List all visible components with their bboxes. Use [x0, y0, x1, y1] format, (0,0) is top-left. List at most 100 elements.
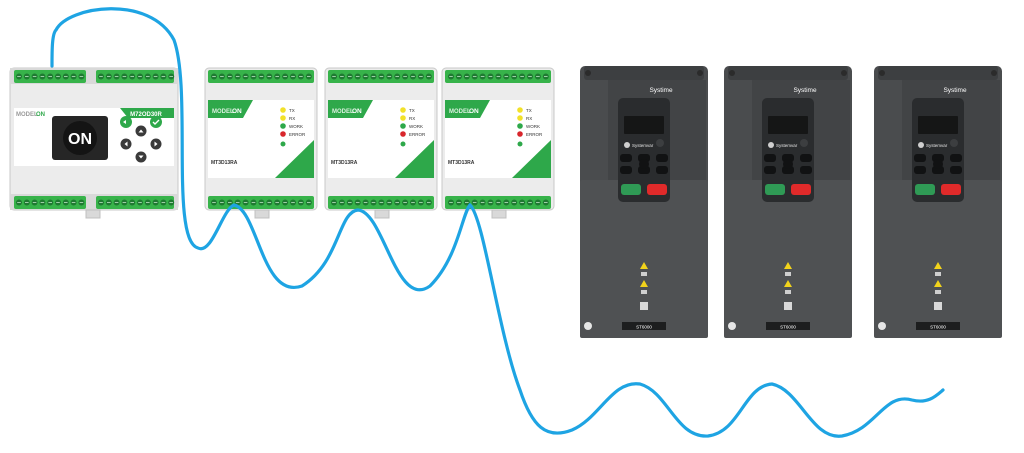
module-model-label: MT3D13RA — [448, 160, 475, 166]
qr-code — [784, 302, 792, 310]
drive-model-plate — [916, 322, 960, 330]
status-led — [280, 115, 286, 121]
keypad-up-button[interactable] — [639, 159, 649, 169]
controller-screen-text: ON — [68, 131, 92, 148]
warning-icon — [784, 280, 792, 287]
led-label: WORK — [526, 124, 540, 129]
drive-model-label: ST6000 — [636, 325, 652, 330]
keypad-button[interactable] — [800, 166, 812, 174]
link-icon — [517, 141, 523, 147]
warning-icon — [640, 262, 648, 269]
keypad-logo-icon — [768, 142, 774, 148]
warning-icon — [784, 262, 792, 269]
keypad-run-button[interactable] — [765, 184, 785, 195]
keypad-stop-button[interactable] — [791, 184, 811, 195]
keypad-knob[interactable] — [656, 139, 664, 147]
keypad-logo-icon — [624, 142, 630, 148]
mount-hole — [991, 70, 997, 76]
keypad-button[interactable] — [914, 154, 926, 162]
controller-model-label: M72OD30R — [130, 112, 162, 118]
drive-model-plate — [766, 322, 810, 330]
led-label: ERROR — [409, 132, 426, 137]
led-label: ERROR — [526, 132, 543, 137]
led-label: WORK — [409, 124, 423, 129]
ground-icon — [728, 322, 736, 330]
led-label: TX — [289, 108, 295, 113]
link-icon — [280, 141, 286, 147]
warning-icon — [934, 280, 942, 287]
warning-icon — [640, 280, 648, 287]
status-led — [400, 131, 406, 137]
qr-code — [640, 302, 648, 310]
status-led — [280, 107, 286, 113]
keypad-display — [624, 116, 664, 134]
keypad-logo-icon — [918, 142, 924, 148]
ground-icon — [584, 322, 592, 330]
mount-hole — [841, 70, 847, 76]
status-led — [517, 107, 523, 113]
keypad-stop-button[interactable] — [647, 184, 667, 195]
controller-brand-right: ON — [36, 112, 45, 118]
mount-hole — [879, 70, 885, 76]
module-brand-right: ON — [469, 108, 479, 115]
keypad-run-button[interactable] — [621, 184, 641, 195]
module-model-label: MT3D13RA — [331, 160, 358, 166]
controller-ok-button[interactable] — [150, 116, 162, 128]
keypad-button[interactable] — [950, 154, 962, 162]
drive-model-label: ST6000 — [780, 325, 796, 330]
status-led — [517, 115, 523, 121]
keypad-logo: Systemvar — [632, 143, 654, 148]
keypad-button[interactable] — [914, 166, 926, 174]
keypad-button[interactable] — [764, 166, 776, 174]
keypad-display — [768, 116, 808, 134]
keypad-knob[interactable] — [950, 139, 958, 147]
status-led — [280, 131, 286, 137]
led-label: RX — [526, 116, 532, 121]
ground-icon — [878, 322, 886, 330]
status-led — [400, 107, 406, 113]
drive-brand: Systime — [649, 87, 673, 94]
status-led — [400, 123, 406, 129]
link-icon — [400, 141, 406, 147]
keypad-button[interactable] — [656, 154, 668, 162]
led-label: TX — [526, 108, 532, 113]
warning-icon — [934, 262, 942, 269]
led-label: RX — [289, 116, 295, 121]
status-led — [517, 123, 523, 129]
plc-controller: M72OD30R MODEL ON ON — [9, 67, 179, 219]
keypad-up-button[interactable] — [783, 159, 793, 169]
keypad-button[interactable] — [950, 166, 962, 174]
qr-code — [934, 302, 942, 310]
drive-model-label: ST6000 — [930, 325, 946, 330]
drive-model-plate — [622, 322, 666, 330]
controller-brand-left: MODEL — [16, 112, 38, 118]
led-label: RX — [409, 116, 415, 121]
keypad-stop-button[interactable] — [941, 184, 961, 195]
drive-brand: Systime — [943, 87, 967, 94]
keypad-button[interactable] — [764, 154, 776, 162]
keypad-button[interactable] — [800, 154, 812, 162]
keypad-logo: Systemvar — [926, 143, 948, 148]
keypad-button[interactable] — [620, 154, 632, 162]
module-brand-right: ON — [232, 108, 242, 115]
module-brand-left: MODEL — [212, 109, 234, 115]
module-brand-left: MODEL — [332, 109, 354, 115]
keypad-up-button[interactable] — [933, 159, 943, 169]
status-led — [280, 123, 286, 129]
keypad-button[interactable] — [620, 166, 632, 174]
module-brand-right: ON — [352, 108, 362, 115]
keypad-knob[interactable] — [800, 139, 808, 147]
mount-hole — [697, 70, 703, 76]
led-label: ERROR — [289, 132, 306, 137]
keypad-run-button[interactable] — [915, 184, 935, 195]
mount-hole — [585, 70, 591, 76]
keypad-button[interactable] — [656, 166, 668, 174]
status-led — [400, 115, 406, 121]
module-model-label: MT3D13RA — [211, 160, 238, 166]
